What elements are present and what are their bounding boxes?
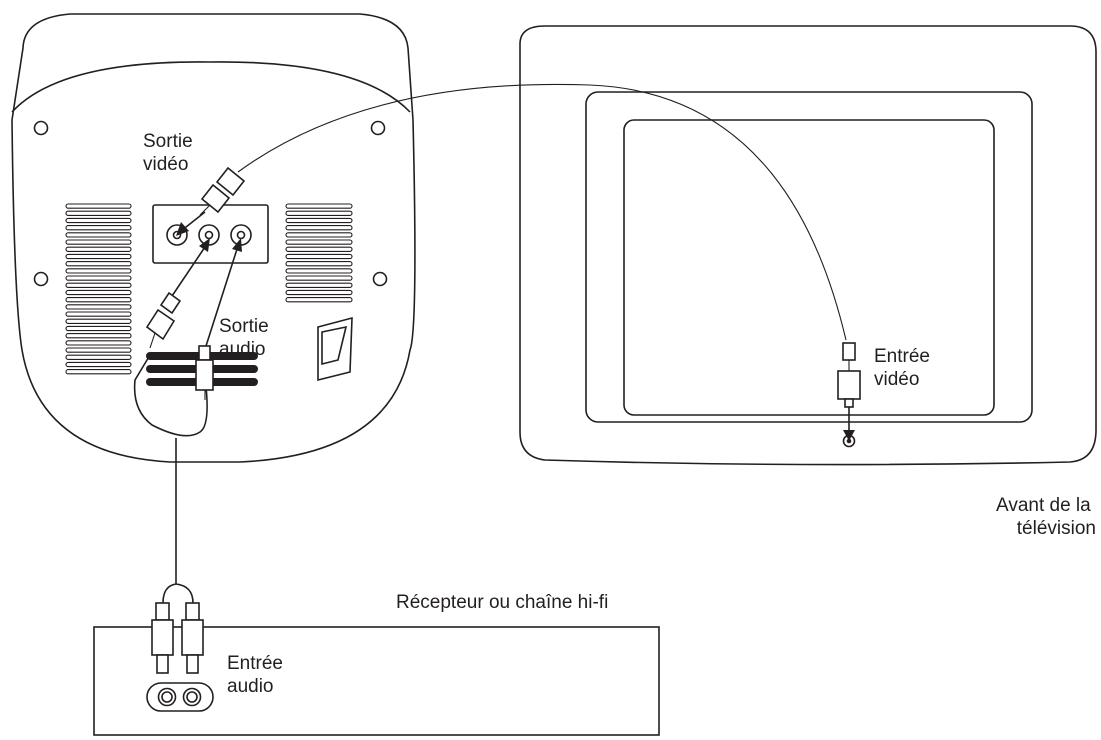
vent-slat: [285, 297, 353, 303]
vent-slat: [65, 217, 132, 224]
vent-slat: [65, 275, 132, 281]
receiver-audio-in-jacks: [146, 682, 214, 712]
audio-cable-to-receiver: [151, 438, 204, 674]
screw-hole: [33, 271, 49, 287]
vent-slat: [65, 210, 132, 216]
label-recepteur: Récepteur ou chaîne hi-fi: [396, 592, 608, 613]
vent-slat: [285, 239, 353, 245]
video-cable: [237, 83, 847, 341]
player-unit: [11, 13, 416, 463]
vent-slat: [65, 282, 132, 288]
screw-hole: [372, 271, 388, 287]
video-out-jack: [166, 224, 188, 246]
vent-slat: [285, 217, 353, 224]
vent-slat: [285, 282, 353, 288]
vent-slat: [65, 225, 132, 231]
vent-slat: [65, 232, 132, 238]
vent-slat: [285, 203, 353, 209]
vent-slat: [285, 210, 353, 216]
vent-slat: [65, 347, 132, 353]
vent-slat: [65, 340, 132, 346]
bracket: [317, 316, 353, 382]
screw-hole: [370, 120, 386, 136]
television: [519, 25, 1097, 466]
vent-slat: [65, 246, 132, 252]
vent-slat: [285, 261, 353, 267]
label-entree-video: Entrée vidéo: [874, 346, 935, 390]
vent-slat: [65, 318, 132, 324]
vent-slat: [285, 268, 353, 274]
video-plug-player: [176, 166, 246, 236]
vent-slat: [65, 268, 132, 274]
vent-slat: [65, 297, 132, 303]
vent-slat: [285, 225, 353, 231]
label-sortie-video: Sortie vidéo: [143, 131, 198, 175]
vent-slat: [285, 289, 353, 296]
vent-slat: [65, 253, 132, 260]
audio-cable-right: [195, 238, 242, 400]
vent-slat: [285, 232, 353, 238]
vent-slat: [65, 354, 132, 360]
receiver-unit: [93, 626, 660, 736]
vent-slat: [65, 325, 132, 332]
vent-slat: [285, 275, 353, 281]
label-entree-audio: Entrée audio: [227, 653, 288, 697]
label-avant-tv: Avant de la télévision: [996, 495, 1096, 539]
vent-slat: [65, 311, 132, 317]
vent-grille-left: [65, 203, 132, 375]
vent-slat: [65, 361, 132, 368]
audio-cable-left: [145, 238, 210, 349]
vent-slat: [65, 203, 132, 209]
vent-grille-right: [285, 203, 353, 303]
vent-slat: [65, 304, 132, 310]
vent-slat: [65, 261, 132, 267]
vent-slat: [285, 246, 353, 252]
vent-slat: [285, 253, 353, 260]
vent-slat: [65, 333, 132, 339]
label-sortie-audio: Sortie audio: [219, 316, 274, 360]
vent-slat: [65, 239, 132, 245]
screw-hole: [33, 120, 49, 136]
video-plug-tv: [837, 342, 861, 441]
vent-slat: [65, 369, 132, 375]
vent-slat: [65, 289, 132, 296]
